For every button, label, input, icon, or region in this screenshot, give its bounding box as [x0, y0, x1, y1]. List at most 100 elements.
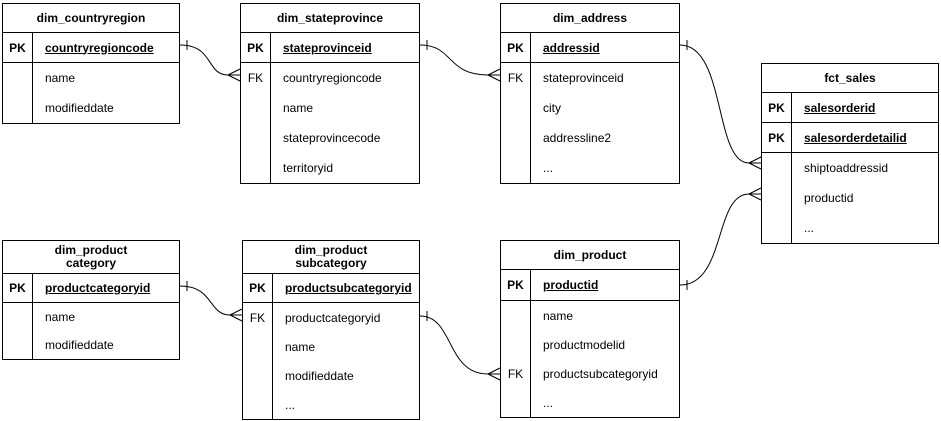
table-row: PK productid	[501, 270, 679, 301]
table-row: PK productsubcategoryid	[243, 274, 419, 303]
table-row: modifieddate	[243, 361, 419, 390]
table-title-text: dim_product	[294, 243, 368, 257]
field-name: productcategoryid	[285, 310, 381, 325]
field-name: ...	[543, 161, 554, 175]
fk-label: FK	[501, 63, 531, 93]
table-title: dim_product category	[3, 241, 179, 274]
table-row: ...	[501, 153, 679, 183]
table-row: name	[241, 93, 419, 123]
table-row: name	[3, 63, 179, 93]
table-title-text: dim_countryregion	[36, 10, 146, 25]
key-cell	[501, 153, 531, 183]
key-cell	[243, 361, 273, 390]
field-name: territoryid	[283, 161, 334, 175]
table-row: PK salesorderdetailid	[762, 123, 938, 153]
table-row: ...	[243, 390, 419, 419]
table-row: FK countryregioncode	[241, 63, 419, 93]
field-name: productid	[804, 191, 854, 205]
field-name: modifieddate	[45, 101, 114, 115]
relationship-countryregion-stateprovince[interactable]	[179, 40, 241, 82]
key-cell	[241, 153, 271, 183]
field-name: addressid	[543, 40, 600, 55]
table-row: productmodelid	[501, 330, 679, 359]
field-name: name	[543, 308, 574, 323]
field-name: stateprovinceid	[543, 71, 624, 85]
table-row: name	[501, 301, 679, 330]
key-cell	[241, 93, 271, 123]
pk-label: PK	[241, 33, 271, 62]
field-name: city	[543, 101, 561, 115]
table-fct-sales[interactable]: fct_sales PK salesorderid PK salesorderd…	[761, 63, 939, 244]
table-row: name	[243, 332, 419, 361]
key-cell	[762, 183, 792, 213]
table-dim-address[interactable]: dim_address PK addressid FK stateprovinc…	[500, 3, 680, 184]
table-row: PK addressid	[501, 33, 679, 63]
pk-label: PK	[3, 33, 33, 62]
field-name: salesorderid	[804, 100, 876, 115]
field-name: ...	[543, 395, 554, 410]
table-row: FK productcategoryid	[243, 303, 419, 332]
table-row: ...	[762, 213, 938, 243]
table-dim-productsubcategory[interactable]: dim_product subcategory PK productsubcat…	[242, 240, 420, 420]
table-row: shiptoaddressid	[762, 153, 938, 183]
key-cell	[501, 301, 531, 330]
table-title-text: dim_address	[552, 10, 628, 25]
fk-label: FK	[501, 359, 531, 388]
field-name: stateprovincecode	[283, 131, 381, 145]
table-title: fct_sales	[762, 64, 938, 93]
relationship-address-fctsales[interactable]	[679, 40, 762, 170]
field-name: name	[45, 310, 76, 324]
relationship-stateprovince-address[interactable]	[419, 40, 501, 82]
table-title-text: category	[65, 256, 117, 270]
key-cell	[241, 123, 271, 153]
table-dim-countryregion[interactable]: dim_countryregion PK countryregioncode n…	[2, 3, 180, 124]
table-row: stateprovincecode	[241, 123, 419, 153]
table-row: PK stateprovinceid	[241, 33, 419, 63]
fk-label: FK	[241, 63, 271, 93]
field-name: name	[285, 339, 316, 354]
table-row: PK salesorderid	[762, 93, 938, 123]
table-title-text: dim_stateprovince	[276, 10, 384, 25]
pk-label: PK	[762, 123, 792, 152]
table-row: PK countryregioncode	[3, 33, 179, 63]
field-name: modifieddate	[45, 338, 114, 352]
table-row: PK productcategoryid	[3, 274, 179, 303]
table-row: ...	[501, 388, 679, 417]
field-name: stateprovinceid	[283, 40, 372, 55]
field-name: countryregioncode	[283, 71, 382, 85]
field-name: countryregioncode	[45, 40, 154, 55]
table-row: city	[501, 93, 679, 123]
key-cell	[501, 388, 531, 417]
table-title: dim_product	[501, 241, 679, 270]
relationship-product-fctsales[interactable]	[679, 187, 762, 290]
key-cell	[3, 63, 33, 93]
relationship-productcategory-productsubcategory[interactable]	[179, 281, 243, 322]
key-cell	[762, 153, 792, 183]
table-title-text: subcategory	[295, 256, 367, 270]
field-name: productsubcategoryid	[285, 281, 412, 295]
key-cell	[3, 93, 33, 123]
field-name: name	[283, 101, 314, 115]
pk-label: PK	[3, 274, 33, 302]
table-row: modifieddate	[3, 331, 179, 359]
pk-label: PK	[501, 270, 531, 300]
pk-label: PK	[762, 93, 792, 122]
table-row: addressline2	[501, 123, 679, 153]
table-row: modifieddate	[3, 93, 179, 123]
key-cell	[3, 331, 33, 359]
key-cell	[243, 332, 273, 361]
key-cell	[762, 213, 792, 243]
table-title-text: dim_product	[553, 247, 627, 262]
field-name: shiptoaddressid	[804, 161, 889, 175]
field-name: productmodelid	[543, 337, 626, 352]
table-dim-productcategory[interactable]: dim_product category PK productcategoryi…	[2, 240, 180, 360]
relationship-productsubcategory-product[interactable]	[419, 311, 501, 381]
table-title: dim_product subcategory	[243, 241, 419, 274]
field-name: productid	[543, 278, 599, 292]
table-dim-product[interactable]: dim_product PK productid name productmod…	[500, 240, 680, 418]
table-row: territoryid	[241, 153, 419, 183]
field-name: addressline2	[543, 131, 612, 145]
field-name: modifieddate	[285, 368, 354, 383]
table-dim-stateprovince[interactable]: dim_stateprovince PK stateprovinceid FK …	[240, 3, 420, 184]
